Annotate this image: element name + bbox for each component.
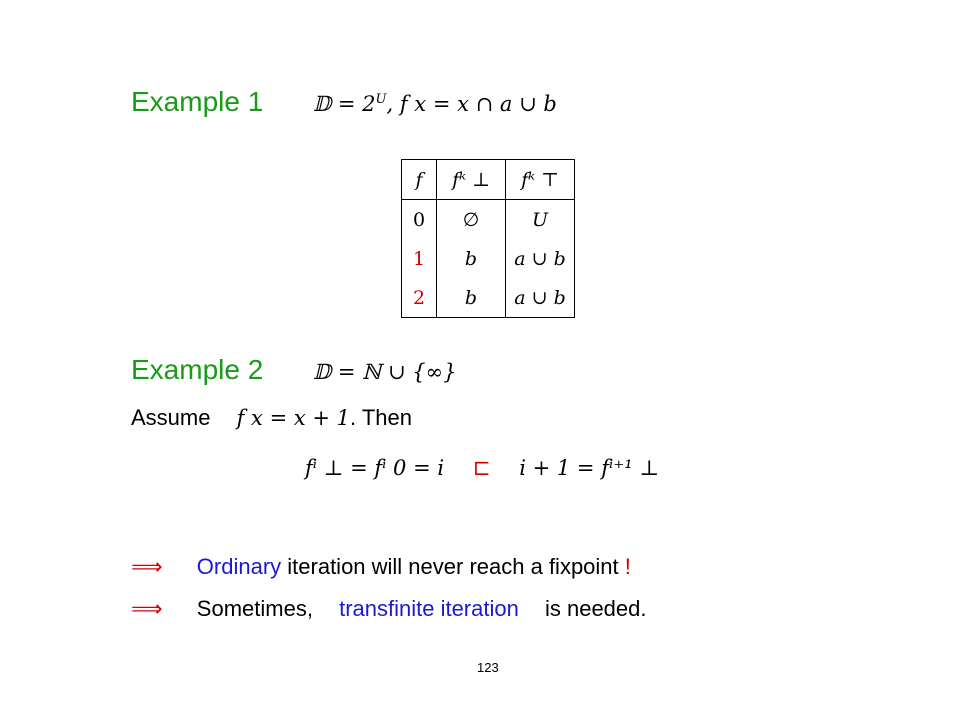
row-bottom-value: ∅ (436, 199, 506, 239)
row-bottom-value: b (436, 278, 506, 318)
assume-label: Assume (131, 405, 211, 430)
conclusion2-text: is needed. (544, 596, 647, 621)
row-k: 0 (401, 199, 437, 239)
example1-definition: , f x = x ∩ a ∪ b (386, 92, 557, 116)
row-top-value: U (505, 199, 575, 239)
header-fk-bottom: fᵏ ⊥ (436, 159, 506, 200)
example1-title: Example 1 (131, 86, 264, 117)
header-f: f (401, 159, 437, 200)
table-row: 0 ∅ U (401, 199, 575, 239)
conclusion-1: ⟹ Ordinary iteration will never reach a … (131, 554, 631, 580)
iteration-chain: fⁱ ⊥ = fⁱ 0 = i ⊏ i + 1 = fⁱ⁺¹ ⊥ (305, 456, 659, 480)
table-row: 2 b a ∪ b (401, 278, 575, 318)
conclusion-2: ⟹ Sometimes, transfinite iteration is ne… (131, 596, 647, 622)
page-number: 123 (477, 660, 499, 675)
assume-suffix: . Then (350, 405, 412, 430)
implies-arrow-icon: ⟹ (131, 555, 163, 580)
conclusion2-lead: Sometimes, (196, 596, 313, 621)
chain-relation: ⊏ (472, 456, 491, 480)
example1-domain-exponent: U (375, 92, 387, 107)
header-fk-top: fᵏ ⊤ (505, 159, 575, 200)
conclusion2-highlight: transfinite iteration (339, 596, 519, 621)
chain-left: fⁱ ⊥ = fⁱ 0 = i (305, 456, 445, 480)
table-row: 1 b a ∪ b (401, 239, 575, 278)
assume-formula: f x = x + 1 (236, 406, 350, 430)
example1-formula: 𝔻 = 2U, f x = x ∩ a ∪ b (313, 92, 557, 116)
chain-right: i + 1 = fⁱ⁺¹ ⊥ (519, 456, 660, 480)
example2-title: Example 2 (131, 354, 264, 385)
row-k: 2 (401, 278, 437, 318)
iteration-table: f fᵏ ⊥ fᵏ ⊤ 0 ∅ U 1 b a ∪ b 2 b a ∪ b (401, 159, 575, 318)
implies-arrow-icon: ⟹ (131, 597, 163, 622)
example1-domain: 𝔻 = 2 (313, 92, 376, 116)
example2-formula: 𝔻 = ℕ ∪ {∞} (313, 360, 457, 384)
row-top-value: a ∪ b (505, 278, 575, 318)
conclusion1-text: iteration will never reach a fixpoint (281, 554, 619, 579)
row-bottom-value: b (436, 239, 506, 278)
row-k: 1 (401, 239, 437, 278)
table-header-row: f fᵏ ⊥ fᵏ ⊤ (401, 159, 575, 200)
assume-line: Assume f x = x + 1. Then (131, 405, 412, 431)
conclusion1-mark: ! (624, 554, 631, 579)
conclusion1-highlight: Ordinary (196, 554, 282, 579)
row-top-value: a ∪ b (505, 239, 575, 278)
